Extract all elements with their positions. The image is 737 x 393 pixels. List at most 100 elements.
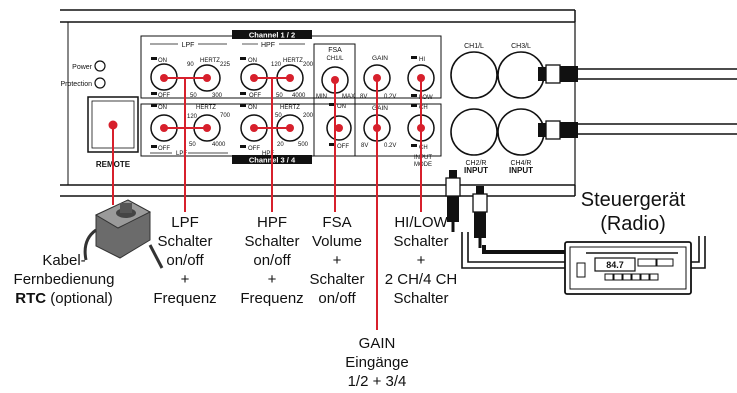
caption-fsa-5: on/off xyxy=(318,290,356,307)
fsa-max: MAX xyxy=(342,94,355,100)
fsa-off: OFF xyxy=(337,144,349,150)
pointer-dot-remote xyxy=(108,120,118,130)
gain12-max: 0.2V xyxy=(384,94,396,100)
caption-steuergeraet: Steuergerät (Radio) xyxy=(581,189,686,235)
lpf34-tick-4: 4000 xyxy=(212,142,226,148)
lpf34-on: ON xyxy=(158,105,167,111)
gain34-max: 0.2V xyxy=(384,143,396,149)
hpf34-tick-1: 50 xyxy=(275,113,282,119)
caption-lpf-4: + xyxy=(181,271,190,288)
lpf12-tick-3: 50 xyxy=(190,93,197,99)
fsa-on: ON xyxy=(337,104,346,110)
rca-plug-bottom xyxy=(538,120,737,140)
low-label: LOW xyxy=(419,95,433,101)
radio-head-unit: 84.7 xyxy=(564,241,692,295)
rca-ch4r xyxy=(497,108,545,156)
gain12-min: 8V xyxy=(360,94,367,100)
caption-rtc-suffix: (optional) xyxy=(46,290,113,307)
lpf34-tick-1: 120 xyxy=(187,114,198,120)
caption-gain: GAIN Eingänge 1/2 + 3/4 xyxy=(345,335,408,390)
caption-lpf-3: on/off xyxy=(166,252,204,269)
fsa-sub: CH1/L xyxy=(326,56,344,62)
hpf12-on: ON xyxy=(248,58,257,64)
ch2r-label: CH2/R xyxy=(465,160,486,167)
caption-hilow-5: Schalter xyxy=(393,290,448,307)
caption-gain-3: 1/2 + 3/4 xyxy=(348,373,407,390)
caption-fsa-1: FSA xyxy=(322,214,351,231)
rca-cables xyxy=(445,64,737,269)
caption-lpf-5: Frequenz xyxy=(153,290,216,307)
fsa-min: MIN xyxy=(316,94,327,100)
input-mode-2: MODE xyxy=(414,162,432,168)
ch4r-label: CH4/R xyxy=(510,160,531,167)
amplifier-body xyxy=(60,9,576,197)
caption-hpf-4: + xyxy=(268,271,277,288)
caption-fsa-4: Schalter xyxy=(309,271,364,288)
caption-hilow-4: 2 CH/4 CH xyxy=(385,271,458,288)
input-label-left: INPUT xyxy=(464,166,488,175)
rca-plug-hanging-left xyxy=(445,170,461,232)
rca-ch3l xyxy=(497,51,545,99)
caption-hilow-2: Schalter xyxy=(393,233,448,250)
caption-kabel-1: Kabel- xyxy=(42,252,85,269)
hpf12-tick-4: 4000 xyxy=(292,93,306,99)
ch-a-label: CH xyxy=(419,105,428,111)
ch3l-label: CH3/L xyxy=(511,43,531,50)
lpf34-hertz: HERTZ xyxy=(196,105,216,111)
caption-hilow-1: HI/LOW xyxy=(394,214,448,231)
hpf12-hertz: HERTZ xyxy=(283,58,303,64)
radio-display: 84.7 xyxy=(606,260,624,270)
channel-34-controls: ON OFF HERTZ 120 700 50 4000 LPF ON OFF … xyxy=(150,103,435,168)
lpf12-off: OFF xyxy=(158,93,170,99)
caption-hpf-5: Frequenz xyxy=(240,290,303,307)
channel-12-label: Channel 1 / 2 xyxy=(249,31,295,40)
gain12-label: GAIN xyxy=(372,55,388,62)
hpf34-off: OFF xyxy=(248,146,260,152)
rca-plug-hanging-right xyxy=(472,186,488,248)
power-led xyxy=(94,60,106,72)
rca-plug-top xyxy=(538,64,737,84)
caption-fsa-2: Volume xyxy=(312,233,362,250)
protection-led xyxy=(94,77,106,89)
caption-remote: Kabel- Fernbedienung RTC (optional) xyxy=(14,252,115,307)
lpf12-tick-1: 90 xyxy=(187,62,194,68)
status-leds: Power Protection xyxy=(60,60,106,89)
input-mode-1: INPUT xyxy=(414,155,432,161)
power-label: Power xyxy=(72,64,93,71)
caption-fsa: FSA Volume + Schalter on/off xyxy=(309,214,364,307)
lpf-label: LPF xyxy=(182,42,195,49)
hpf12-tick-3: 50 xyxy=(276,93,283,99)
caption-fsa-3: + xyxy=(333,252,342,269)
hpf34-hertz: HERTZ xyxy=(280,105,300,111)
hpf-label: HPF xyxy=(261,42,275,49)
input-label-right: INPUT xyxy=(509,166,533,175)
gain34-label: GAIN xyxy=(372,105,388,112)
hpf34-tick-3: 20 xyxy=(277,142,284,148)
hi-label: HI xyxy=(419,57,425,63)
hpf12-off: OFF xyxy=(249,93,261,99)
lpf12-on: ON xyxy=(158,58,167,64)
rtc-remote-device xyxy=(83,199,164,269)
caption-hpf-1: HPF xyxy=(257,214,287,231)
hpf34-tick-4: 500 xyxy=(298,142,309,148)
caption-hpf-2: Schalter xyxy=(244,233,299,250)
lpf12-tick-4: 300 xyxy=(212,93,223,99)
hpf12-tick-2: 200 xyxy=(303,62,314,68)
rca-ch2r xyxy=(450,108,498,156)
lpf12-tick-2: 225 xyxy=(220,62,231,68)
caption-gain-1: GAIN xyxy=(359,335,396,352)
cable-to-radio-2 xyxy=(482,245,565,254)
pointer-lines xyxy=(108,74,425,330)
protection-label: Protection xyxy=(60,81,92,88)
caption-hilow: HI/LOW Schalter + 2 CH/4 CH Schalter xyxy=(385,214,458,307)
lpf34-off: OFF xyxy=(158,146,170,152)
caption-lpf-1: LPF xyxy=(171,214,199,231)
caption-hilow-3: + xyxy=(417,252,426,269)
hpf34-on: ON xyxy=(248,105,257,111)
lpf34-tick-3: 50 xyxy=(189,142,196,148)
hpf34-tick-2: 200 xyxy=(303,113,314,119)
caption-lpf: LPF Schalter on/off + Frequenz xyxy=(153,214,216,307)
caption-steuer-1: Steuergerät xyxy=(581,189,686,211)
fsa-title: FSA xyxy=(328,47,342,54)
